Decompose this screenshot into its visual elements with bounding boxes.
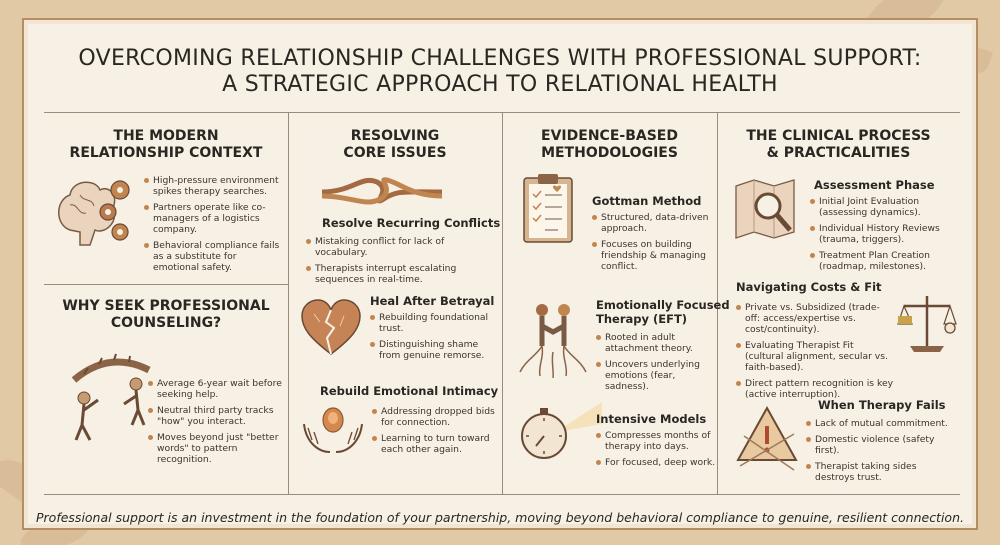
list-item: For focused, deep work. bbox=[596, 457, 716, 468]
list-item: Direct pattern recognition is key (activ… bbox=[736, 378, 894, 400]
brain-gears-icon bbox=[58, 180, 130, 246]
conflicts-list: Mistaking conflict for lack of vocabular… bbox=[306, 236, 496, 290]
why-counseling-heading: WHY SEEK PROFESSIONAL COUNSELING? bbox=[62, 298, 270, 331]
intimacy-title: Rebuild Emotional Intimacy bbox=[320, 384, 499, 398]
list-item: Evaluating Therapist Fit (cultural align… bbox=[736, 340, 894, 373]
rope-knot-icon bbox=[322, 177, 442, 205]
column-divider bbox=[502, 112, 503, 494]
list-item: Partners operate like co-managers of a l… bbox=[144, 202, 284, 235]
conflicts-title: Resolve Recurring Conflicts bbox=[322, 216, 501, 230]
list-item: Private vs. Subsidized (trade-off: acces… bbox=[736, 302, 894, 335]
list-item: Focuses on building friendship & managin… bbox=[592, 239, 714, 272]
column-divider bbox=[288, 112, 289, 494]
list-item: Rooted in adult attachment theory. bbox=[596, 332, 716, 354]
list-item: Behavioral compliance fails as a substit… bbox=[144, 240, 284, 273]
list-item: Mistaking conflict for lack of vocabular… bbox=[306, 236, 496, 258]
intimacy-list: Addressing dropped bids for connection. … bbox=[372, 406, 498, 460]
list-item: Distinguishing shame from genuine remors… bbox=[370, 339, 498, 361]
couple-roots-icon bbox=[519, 304, 587, 378]
list-item: Lack of mutual commitment. bbox=[806, 418, 956, 429]
methodologies-heading: EVIDENCE-BASED METHODOLOGIES bbox=[541, 128, 678, 161]
warning-triangle-icon bbox=[736, 405, 798, 471]
list-item: Therapist taking sides destroys trust. bbox=[806, 461, 956, 483]
column-divider bbox=[717, 112, 718, 494]
list-item: Domestic violence (safety first). bbox=[806, 434, 956, 456]
clinical-process-heading: THE CLINICAL PROCESS & PRACTICALITIES bbox=[746, 128, 931, 161]
modern-context-heading: THE MODERN RELATIONSHIP CONTEXT bbox=[69, 128, 263, 161]
page-title: OVERCOMING RELATIONSHIP CHALLENGES WITH … bbox=[24, 46, 976, 98]
list-item: Initial Joint Evaluation (assessing dyna… bbox=[810, 196, 956, 218]
footer-statement: Professional support is an investment in… bbox=[36, 510, 964, 525]
gottman-title: Gottman Method bbox=[592, 194, 702, 208]
betrayal-list: Rebuilding foundational trust. Distingui… bbox=[370, 312, 498, 366]
broken-heart-icon bbox=[301, 299, 361, 355]
list-item: Addressing dropped bids for connection. bbox=[372, 406, 498, 428]
list-item: Neutral third party tracks "how" you int… bbox=[148, 405, 288, 427]
eft-title: Emotionally Focused Therapy (EFT) bbox=[596, 298, 730, 326]
list-item: Learning to turn toward each other again… bbox=[372, 433, 498, 455]
list-item: Structured, data-driven approach. bbox=[592, 212, 714, 234]
list-item: Moves beyond just "better words" to patt… bbox=[148, 432, 288, 465]
infographic-panel: OVERCOMING RELATIONSHIP CHALLENGES WITH … bbox=[22, 18, 978, 530]
map-magnifier-icon bbox=[735, 179, 795, 239]
modern-context-list: High-pressure environment spikes therapy… bbox=[144, 175, 284, 278]
eft-list: Rooted in adult attachment theory. Uncov… bbox=[596, 332, 716, 397]
bridge-people-icon bbox=[71, 353, 151, 441]
list-item: Uncovers underlying emotions (fear, sadn… bbox=[596, 359, 716, 392]
stopwatch-icon bbox=[521, 402, 602, 459]
scale-icon bbox=[897, 296, 957, 352]
list-item: Compresses months of therapy into days. bbox=[596, 430, 716, 452]
title-line-2: A STRATEGIC APPROACH TO RELATIONAL HEALT… bbox=[222, 72, 778, 97]
hands-heart-icon bbox=[303, 407, 363, 453]
gottman-list: Structured, data-driven approach. Focuse… bbox=[592, 212, 714, 277]
list-item: Individual History Reviews (trauma, trig… bbox=[810, 223, 956, 245]
list-item: Therapists interrupt escalating sequence… bbox=[306, 263, 496, 285]
clipboard-icon bbox=[523, 174, 573, 243]
fails-title: When Therapy Fails bbox=[818, 398, 946, 412]
footer-divider bbox=[44, 494, 960, 495]
costs-list: Private vs. Subsidized (trade-off: acces… bbox=[736, 302, 894, 405]
assessment-title: Assessment Phase bbox=[814, 178, 935, 192]
title-line-1: OVERCOMING RELATIONSHIP CHALLENGES WITH … bbox=[78, 46, 922, 71]
section-divider bbox=[44, 284, 288, 285]
assessment-list: Initial Joint Evaluation (assessing dyna… bbox=[810, 196, 956, 277]
core-issues-heading: RESOLVING CORE ISSUES bbox=[343, 128, 447, 161]
list-item: Average 6-year wait before seeking help. bbox=[148, 378, 288, 400]
list-item: Treatment Plan Creation (roadmap, milest… bbox=[810, 250, 956, 272]
list-item: Rebuilding foundational trust. bbox=[370, 312, 498, 334]
intensive-list: Compresses months of therapy into days. … bbox=[596, 430, 716, 473]
costs-title: Navigating Costs & Fit bbox=[736, 280, 882, 294]
why-counseling-list: Average 6-year wait before seeking help.… bbox=[148, 378, 288, 470]
intensive-title: Intensive Models bbox=[596, 412, 707, 426]
betrayal-title: Heal After Betrayal bbox=[370, 294, 495, 308]
list-item: High-pressure environment spikes therapy… bbox=[144, 175, 284, 197]
fails-list: Lack of mutual commitment. Domestic viol… bbox=[806, 418, 956, 488]
